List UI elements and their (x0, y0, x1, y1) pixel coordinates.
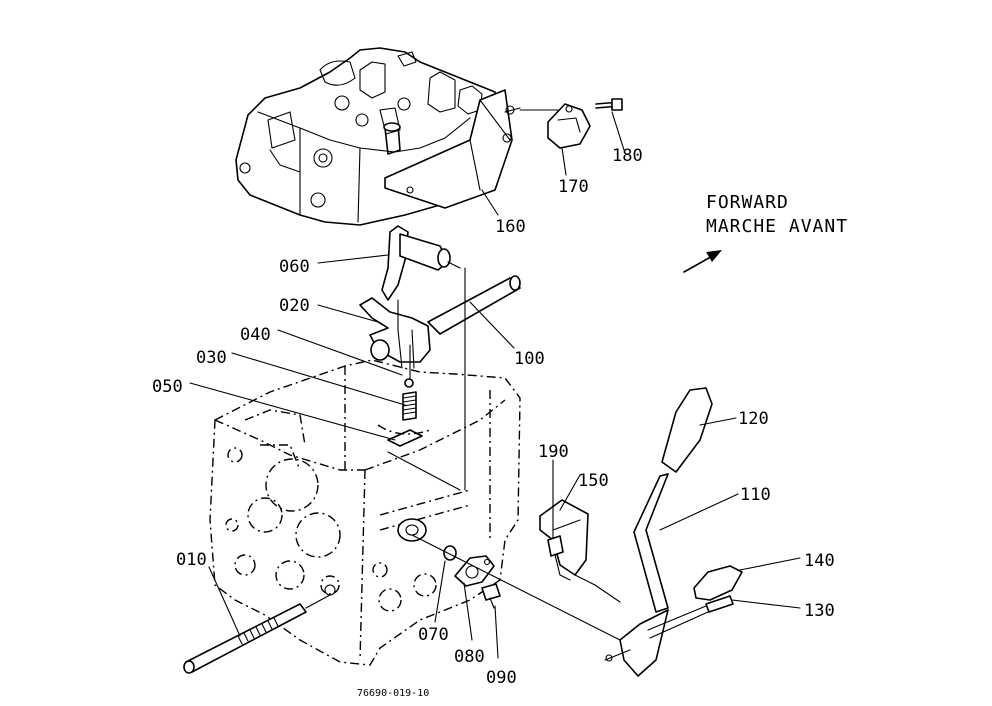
part-label-060: 060 (279, 257, 310, 277)
part-label-020: 020 (279, 296, 310, 316)
shaft-010 (183, 584, 336, 674)
plug-050 (387, 429, 423, 447)
bolt-190 (547, 535, 571, 581)
flange-080 (454, 555, 495, 587)
spring-030 (402, 391, 417, 421)
bolt-180 (595, 98, 623, 111)
clip-170 (519, 103, 591, 149)
o-ring-070 (443, 545, 457, 561)
part-label-050: 050 (152, 377, 183, 397)
part-label-120: 120 (738, 409, 769, 429)
heading-forward: FORWARD (706, 192, 789, 213)
part-label-010: 010 (176, 550, 207, 570)
fork-020 (359, 297, 431, 369)
part-label-110: 110 (740, 485, 771, 505)
shift-arm-060 (381, 225, 461, 301)
leader-lines (189, 111, 801, 659)
pin-130 (647, 595, 734, 639)
knob-140 (693, 565, 743, 601)
part-label-040: 040 (240, 325, 271, 345)
part-label-130: 130 (804, 601, 835, 621)
ball-040 (404, 378, 414, 388)
heading-marche-avant: MARCHE AVANT (706, 216, 848, 237)
lever-110 (604, 473, 669, 677)
part-label-150: 150 (578, 471, 609, 491)
upper-housing (235, 47, 499, 226)
arrow-icon (683, 250, 722, 273)
part-label-180: 180 (612, 146, 643, 166)
lower-housing (209, 359, 521, 666)
part-label-080: 080 (454, 647, 485, 667)
part-label-030: 030 (196, 348, 227, 368)
drawing-code: 76690-019-10 (357, 688, 429, 699)
part-label-070: 070 (418, 625, 449, 645)
part-label-160: 160 (495, 217, 526, 237)
part-label-100: 100 (514, 349, 545, 369)
part-label-090: 090 (486, 668, 517, 688)
bracket-160 (384, 89, 521, 209)
part-label-190: 190 (538, 442, 569, 462)
shaft-100 (427, 275, 521, 335)
knob-120 (661, 387, 713, 473)
bolt-090 (481, 583, 501, 609)
part-label-140: 140 (804, 551, 835, 571)
bracket-150 (539, 499, 621, 603)
part-label-170: 170 (558, 177, 589, 197)
